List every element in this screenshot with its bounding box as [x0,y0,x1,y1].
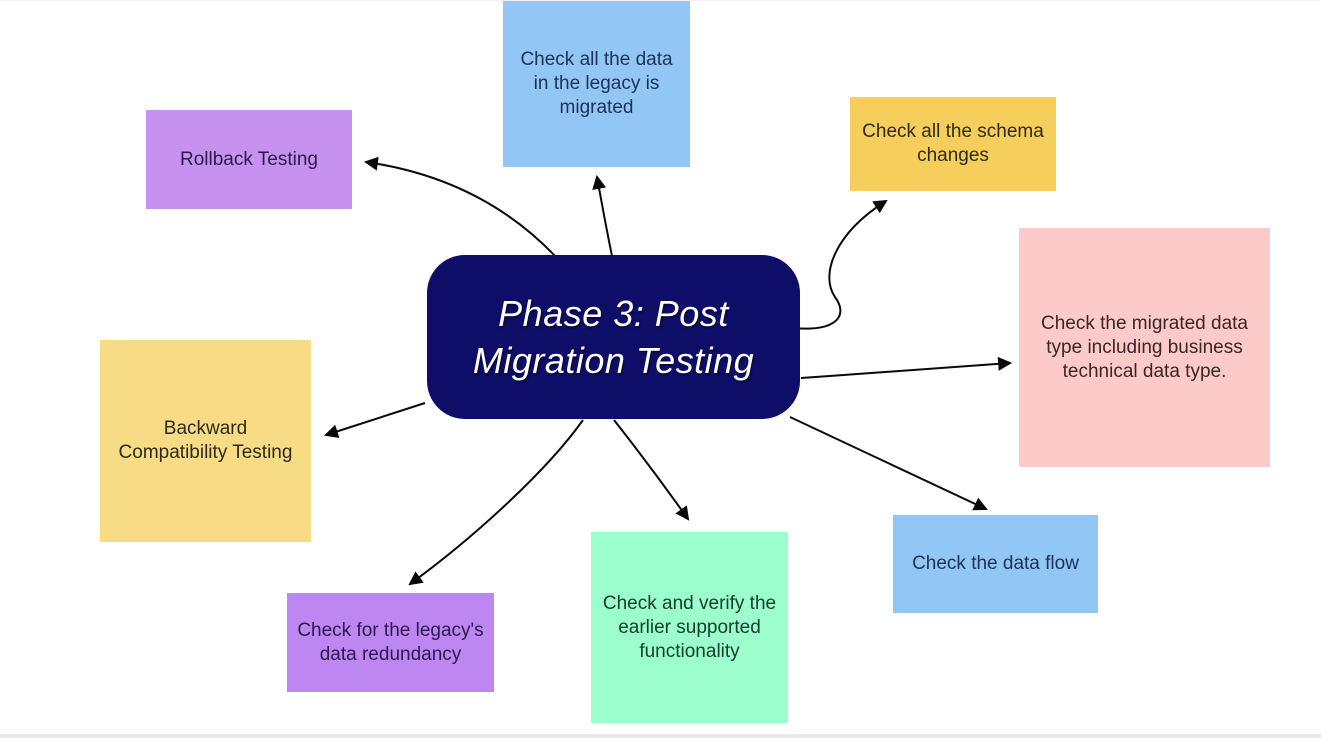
edge-center-to-rollback [363,156,558,259]
edge-center-to-migrated-type [800,356,1013,379]
edge-center-to-redundancy [408,419,584,586]
edge-center-to-functionality [613,419,690,521]
edge-center-to-data-flow [789,416,988,511]
topic-data-flow[interactable]: Check the data flow [893,515,1098,613]
window-bottom-edge [0,734,1321,738]
central-topic[interactable]: Phase 3: Post Migration Testing [427,255,800,419]
topic-schema-changes[interactable]: Check all the schema changes [850,97,1056,191]
edge-center-to-backward [324,402,426,439]
topic-rollback-testing[interactable]: Rollback Testing [146,110,352,209]
topic-data-redundancy[interactable]: Check for the legacy's data redundancy [287,593,494,692]
edge-center-to-schema [792,199,888,330]
topic-supported-functionality[interactable]: Check and verify the earlier supported f… [591,532,788,723]
edge-center-to-legacy-data [592,174,613,257]
topic-backward-compatibility[interactable]: Backward Compatibility Testing [100,340,311,542]
topic-migrated-data-type[interactable]: Check the migrated data type including b… [1019,228,1270,467]
topic-legacy-data-migrated[interactable]: Check all the data in the legacy is migr… [503,1,690,167]
